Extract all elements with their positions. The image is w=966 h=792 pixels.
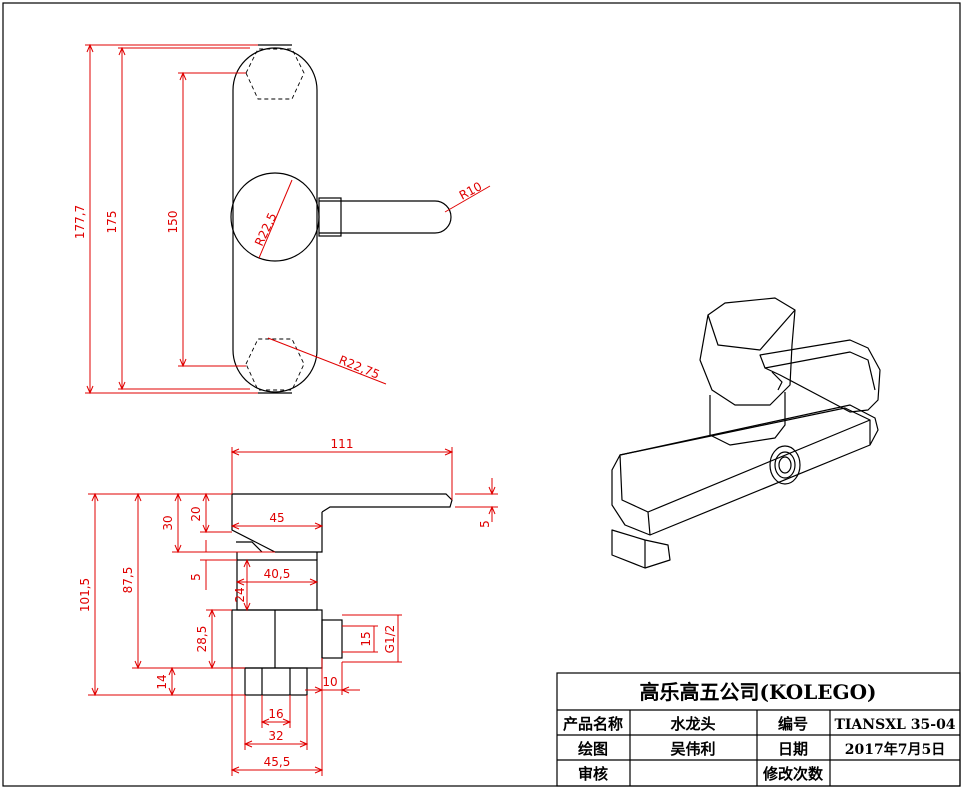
title-block: 高乐高五公司(KOLEGO) 产品名称 水龙头 编号 TIANSXL 35-04…	[556, 672, 961, 787]
label-drawn: 绘图	[578, 740, 608, 758]
dim-thread-diameter: 15	[359, 631, 373, 646]
iso-thread	[769, 445, 801, 485]
iso-cap-top	[707, 309, 796, 351]
iso-lever	[759, 339, 881, 413]
front-cap-chamfer	[236, 541, 263, 553]
dim-body-height: 28,5	[195, 626, 209, 653]
isometric-view	[611, 297, 881, 569]
leader-r22-75	[267, 337, 387, 385]
front-thread	[321, 619, 343, 659]
top-view-dimensions: 177,7 175 150 R22,5 R10 R22,75	[73, 43, 491, 395]
dim-thread: G1/2	[383, 625, 397, 654]
iso-foot	[611, 529, 671, 569]
title-company: 高乐高五公司(KOLEGO)	[639, 680, 876, 704]
iso-cap	[699, 297, 796, 406]
dim-foot-width: 32	[268, 729, 283, 743]
dim-body-radius: R22,5	[252, 211, 280, 249]
dim-overall-height: 101,5	[78, 578, 92, 612]
top-body-outline	[232, 47, 318, 393]
label-code: 编号	[778, 715, 808, 733]
label-product: 产品名称	[563, 715, 623, 733]
dim-height-to-body: 87,5	[121, 567, 135, 594]
dim-foot-height: 14	[155, 674, 169, 689]
top-lever	[319, 200, 452, 234]
dim-cap-height: 30	[161, 515, 175, 530]
dim-foot-inner: 16	[268, 707, 283, 721]
dim-handle-tip-radius: R10	[457, 179, 484, 202]
dim-length: 175	[105, 211, 119, 234]
top-end-flats	[258, 44, 292, 394]
dim-gap: 5	[189, 573, 203, 581]
dim-stem-height: 24	[233, 587, 247, 602]
leader-r22-5	[258, 179, 293, 259]
label-review: 审核	[578, 765, 608, 783]
value-product: 水龙头	[670, 715, 715, 733]
value-drawn: 吴伟利	[670, 740, 715, 758]
dim-stem-width: 40,5	[264, 567, 291, 581]
value-date: 2017年7月5日	[845, 741, 945, 758]
dim-hole-spacing: 150	[166, 211, 180, 234]
top-hex-upper	[245, 48, 305, 100]
label-revision: 修改次数	[762, 765, 824, 783]
iso-stem	[709, 392, 786, 446]
front-view	[231, 493, 453, 696]
front-foot	[244, 667, 308, 696]
dim-cap-width: 45	[269, 511, 284, 525]
dim-handle-length: 111	[331, 437, 354, 451]
dim-handle-height: 20	[189, 506, 203, 521]
front-view-dimensions: 111 5 45 30 20 5 40,5 24	[78, 437, 498, 776]
dim-thread-length: 10	[322, 675, 337, 689]
dim-overall-length: 177,7	[73, 205, 87, 239]
label-date: 日期	[778, 740, 808, 758]
front-body	[231, 609, 323, 669]
iso-body	[611, 404, 879, 536]
top-lever-neck	[318, 197, 342, 237]
dim-body-width: 45,5	[264, 755, 291, 769]
leader-r10	[444, 185, 491, 213]
value-code: TIANSXL 35-04	[834, 717, 955, 733]
dim-handle-thickness: 5	[478, 520, 492, 528]
front-lever	[232, 493, 453, 513]
top-hex-lower	[245, 338, 305, 391]
top-view	[230, 44, 452, 394]
iso-body-top	[619, 407, 871, 513]
dim-end-radius: R22,75	[337, 353, 382, 382]
